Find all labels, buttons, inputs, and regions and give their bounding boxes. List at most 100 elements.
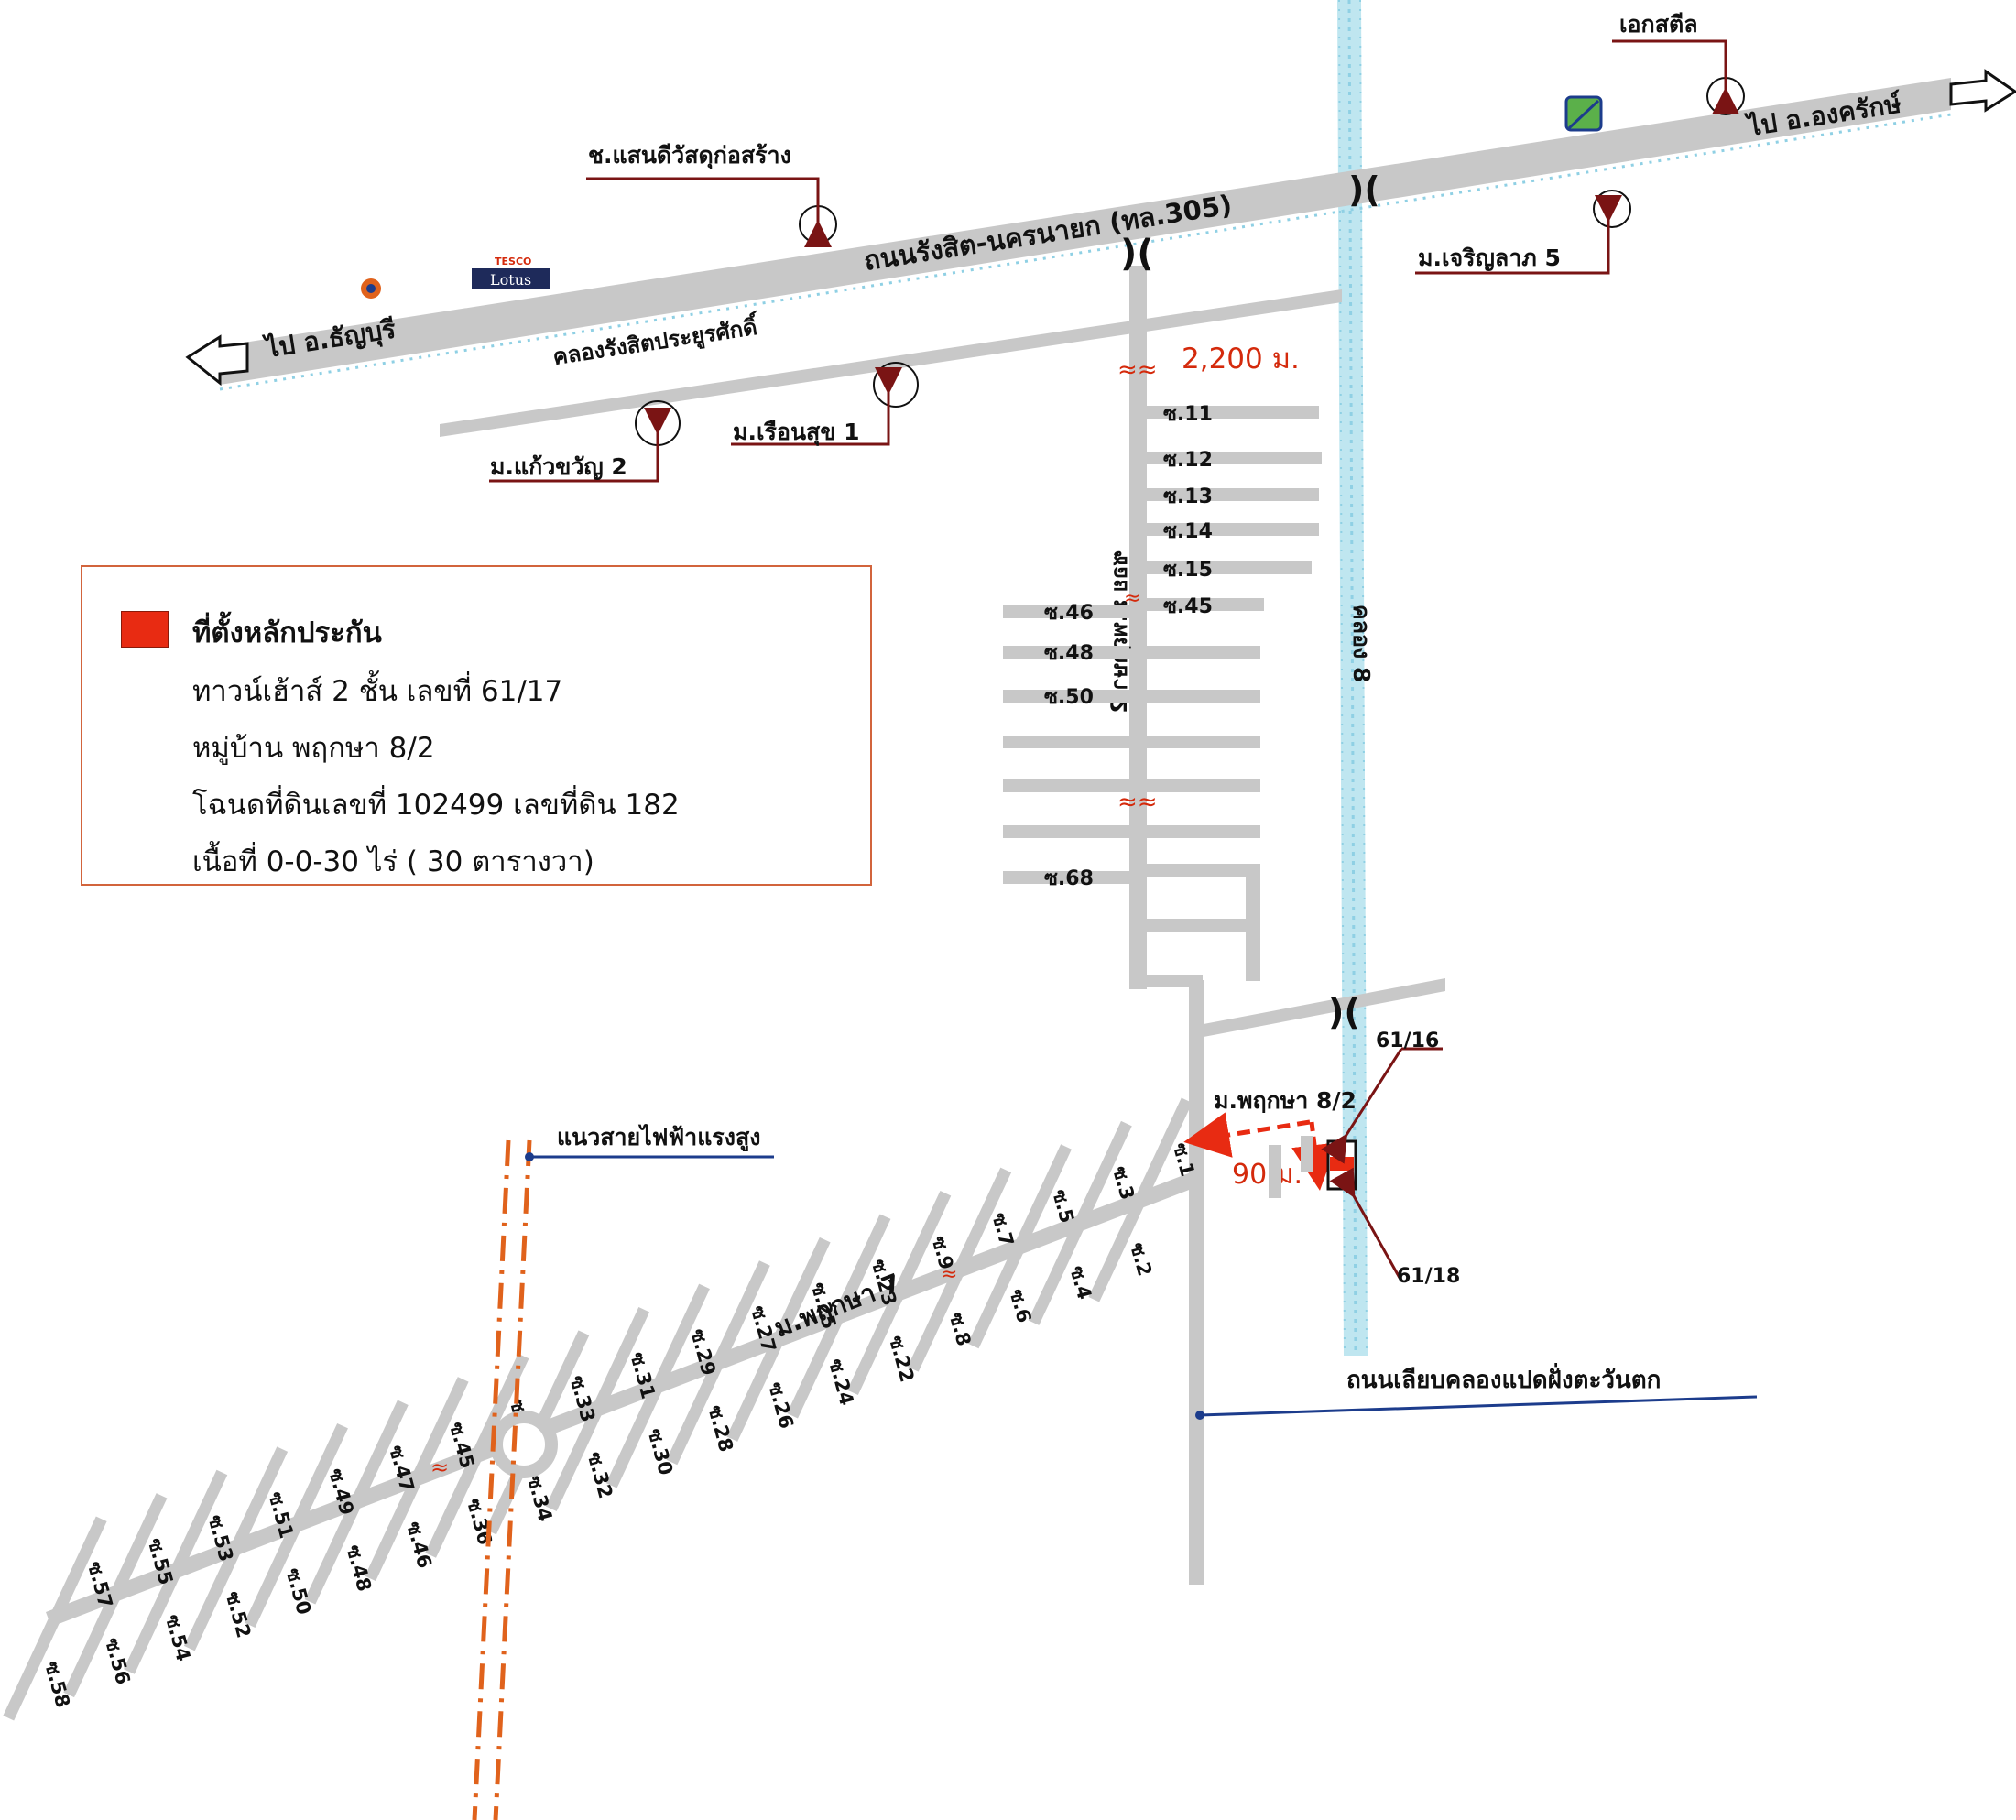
diag-soi-bottom-label: ซ.54 (161, 1612, 195, 1663)
diag-soi-top-label: ซ.7 (988, 1210, 1019, 1248)
diag-soi-bottom-label: ซ.8 (945, 1310, 975, 1348)
canal-8-label: คลอง 8 (1348, 605, 1375, 682)
diag-soi-road (545, 1306, 650, 1512)
diag-soi-bottom-label: ซ.56 (101, 1636, 135, 1687)
legend-line-3: โฉนดที่ดินเลขที่ 102499 เลขที่ดิน 182 (192, 789, 680, 822)
target-house-marker (1330, 1157, 1354, 1171)
landmark-sandee: ช.แสนดีวัสดุก่อสร้าง (586, 142, 837, 247)
break-mark-1: ≈≈ (1117, 356, 1158, 384)
diagonal-sois: ซ.1ซ.2ซ.3ซ.4ซ.5ซ.6ซ.7ซ.8ซ.9ซ.22ซ.23ซ.24ซ… (3, 1097, 1199, 1721)
diag-soi-road (666, 1260, 770, 1466)
west-canal-leader (1199, 1395, 1758, 1417)
pruksa82-label: ม.พฤกษา 8/2 (1214, 1087, 1357, 1114)
powerline-dot (525, 1152, 534, 1161)
route-arrow (1183, 1112, 1311, 1158)
canal-8 (1337, 0, 1368, 1357)
soi-west-label: ซ.48 (1044, 642, 1094, 665)
bridge-east-icon: )( (1328, 992, 1360, 1032)
loop-road-mid (1147, 919, 1260, 932)
soi-east-road (1147, 488, 1319, 501)
soi-west-road (1003, 646, 1129, 659)
diag-soi-road (605, 1283, 710, 1488)
soi-west-road (1003, 605, 1129, 618)
distance-2200: 2,200 ม. (1182, 343, 1300, 376)
diag-soi-road (183, 1446, 289, 1651)
diag-soi-road (967, 1144, 1072, 1349)
break-mark-2: ≈ (1124, 587, 1140, 610)
roundabout (490, 1411, 558, 1478)
west-sois: ซ.46 ซ.48 ซ.50 ซ.68 (1003, 602, 1260, 890)
soi-west-label: ซ.68 (1044, 867, 1094, 890)
diag-soi-bottom-label: ซ.24 (824, 1357, 858, 1408)
diag-soi-bottom-label: ซ.32 (583, 1450, 617, 1501)
gas-station-icon (361, 278, 381, 299)
house-left-number: 61/16 (1376, 1030, 1439, 1052)
diag-soi-bottom-label: ซ.48 (343, 1542, 376, 1594)
west-canal-road-label: ถนนเลียบคลองแปดฝั่งตะวันตก (1346, 1362, 1661, 1394)
diag-soi-bottom-label: ซ.58 (40, 1659, 74, 1710)
south-road (1189, 980, 1204, 1585)
soi-west-road (1003, 871, 1129, 884)
sandee-label: ช.แสนดีวัสดุก่อสร้าง (588, 142, 791, 170)
soi-east-road (1147, 779, 1260, 792)
diag-soi-bottom-label: ซ.50 (282, 1565, 316, 1617)
break-mark-4: ≈ (941, 1263, 957, 1286)
soi-east-road (1147, 646, 1260, 659)
diag-soi-top-label: ซ.5 (1048, 1187, 1078, 1226)
soi-west-label: ซ.46 (1044, 602, 1094, 625)
east-spur-road (1204, 978, 1445, 1037)
diag-soi-top-label: ซ.3 (1108, 1164, 1139, 1203)
soi-east-label: ซ.15 (1163, 559, 1213, 582)
soi-east-road (1147, 523, 1319, 536)
landmark-eksteel: เอกสตีล (1612, 11, 1745, 115)
soi-east-label: ซ.11 (1163, 403, 1213, 426)
diag-soi-bottom-label: ซ.52 (222, 1589, 256, 1640)
diag-soi-bottom-label: ซ.22 (885, 1334, 919, 1385)
house-left-leader (1321, 1048, 1403, 1164)
diag-soi-road (425, 1353, 529, 1558)
break-mark-5: ≈ (430, 1455, 449, 1480)
route-arrow-down (1291, 1121, 1337, 1191)
south-connector (1129, 975, 1203, 987)
arrow-east-icon (1949, 69, 2016, 113)
soi-west-road (1003, 825, 1129, 838)
diag-soi-road (244, 1422, 348, 1628)
diag-soi-bottom-label: ซ.4 (1066, 1263, 1096, 1302)
soi-west-road (1003, 736, 1129, 748)
distance-90: 90 ม. (1232, 1159, 1302, 1191)
diag-soi-road (1088, 1097, 1193, 1302)
soi-west-label: ซ.50 (1044, 686, 1094, 709)
soi-east-label: ซ.12 (1163, 449, 1213, 472)
diag-soi-bottom-label: ซ.26 (764, 1379, 798, 1431)
legend-line-4: เนื้อที่ 0-0-30 ไร่ ( 30 ตารางวา) (192, 845, 594, 878)
soi-east-road (1147, 825, 1260, 838)
diag-soi-bottom-label: ซ.30 (644, 1426, 678, 1477)
main-highway (185, 69, 2016, 391)
diag-soi-road (365, 1377, 469, 1582)
break-mark-3: ≈≈ (1117, 789, 1158, 816)
soi-east-road (1147, 598, 1264, 611)
svg-text:Lotus: Lotus (490, 271, 531, 289)
soi-west-road (1003, 779, 1129, 792)
diag-soi-bottom-label: ซ.6 (1006, 1287, 1036, 1325)
tesco-lotus-logo: TESCO Lotus (472, 256, 550, 289)
house-right-number: 61/18 (1397, 1265, 1460, 1288)
diag-soi-road (63, 1493, 168, 1698)
landmark-kaewkwan: ม.แก้วขวัญ 2 (489, 400, 681, 483)
ruensuk-label: ม.เรือนสุข 1 (733, 419, 860, 447)
kaewkwan-label: ม.แก้วขวัญ 2 (490, 453, 627, 480)
diag-soi-road (847, 1191, 952, 1396)
bridge-icon: )( (1120, 233, 1154, 275)
east-sois: ซ.11ซ.12ซ.13ซ.14ซ.15ซ.45 (1147, 403, 1322, 618)
diag-soi-road (3, 1516, 107, 1721)
petrol-leaf-icon (1564, 95, 1603, 132)
charoen-label: ม.เจริญลาภ 5 (1418, 245, 1561, 271)
soi-east-road (1147, 690, 1260, 703)
legend-line-2: หมู่บ้าน พฤกษา 8/2 (192, 732, 435, 765)
diag-soi-bottom-label: ซ.28 (704, 1403, 738, 1455)
landmark-ruensuk: ม.เรือนสุข 1 (731, 362, 919, 447)
house-right-leader (1329, 1167, 1401, 1279)
powerline-label: แนวสายไฟฟ้าแรงสูง (557, 1123, 760, 1152)
soi-main-road (1129, 266, 1147, 989)
